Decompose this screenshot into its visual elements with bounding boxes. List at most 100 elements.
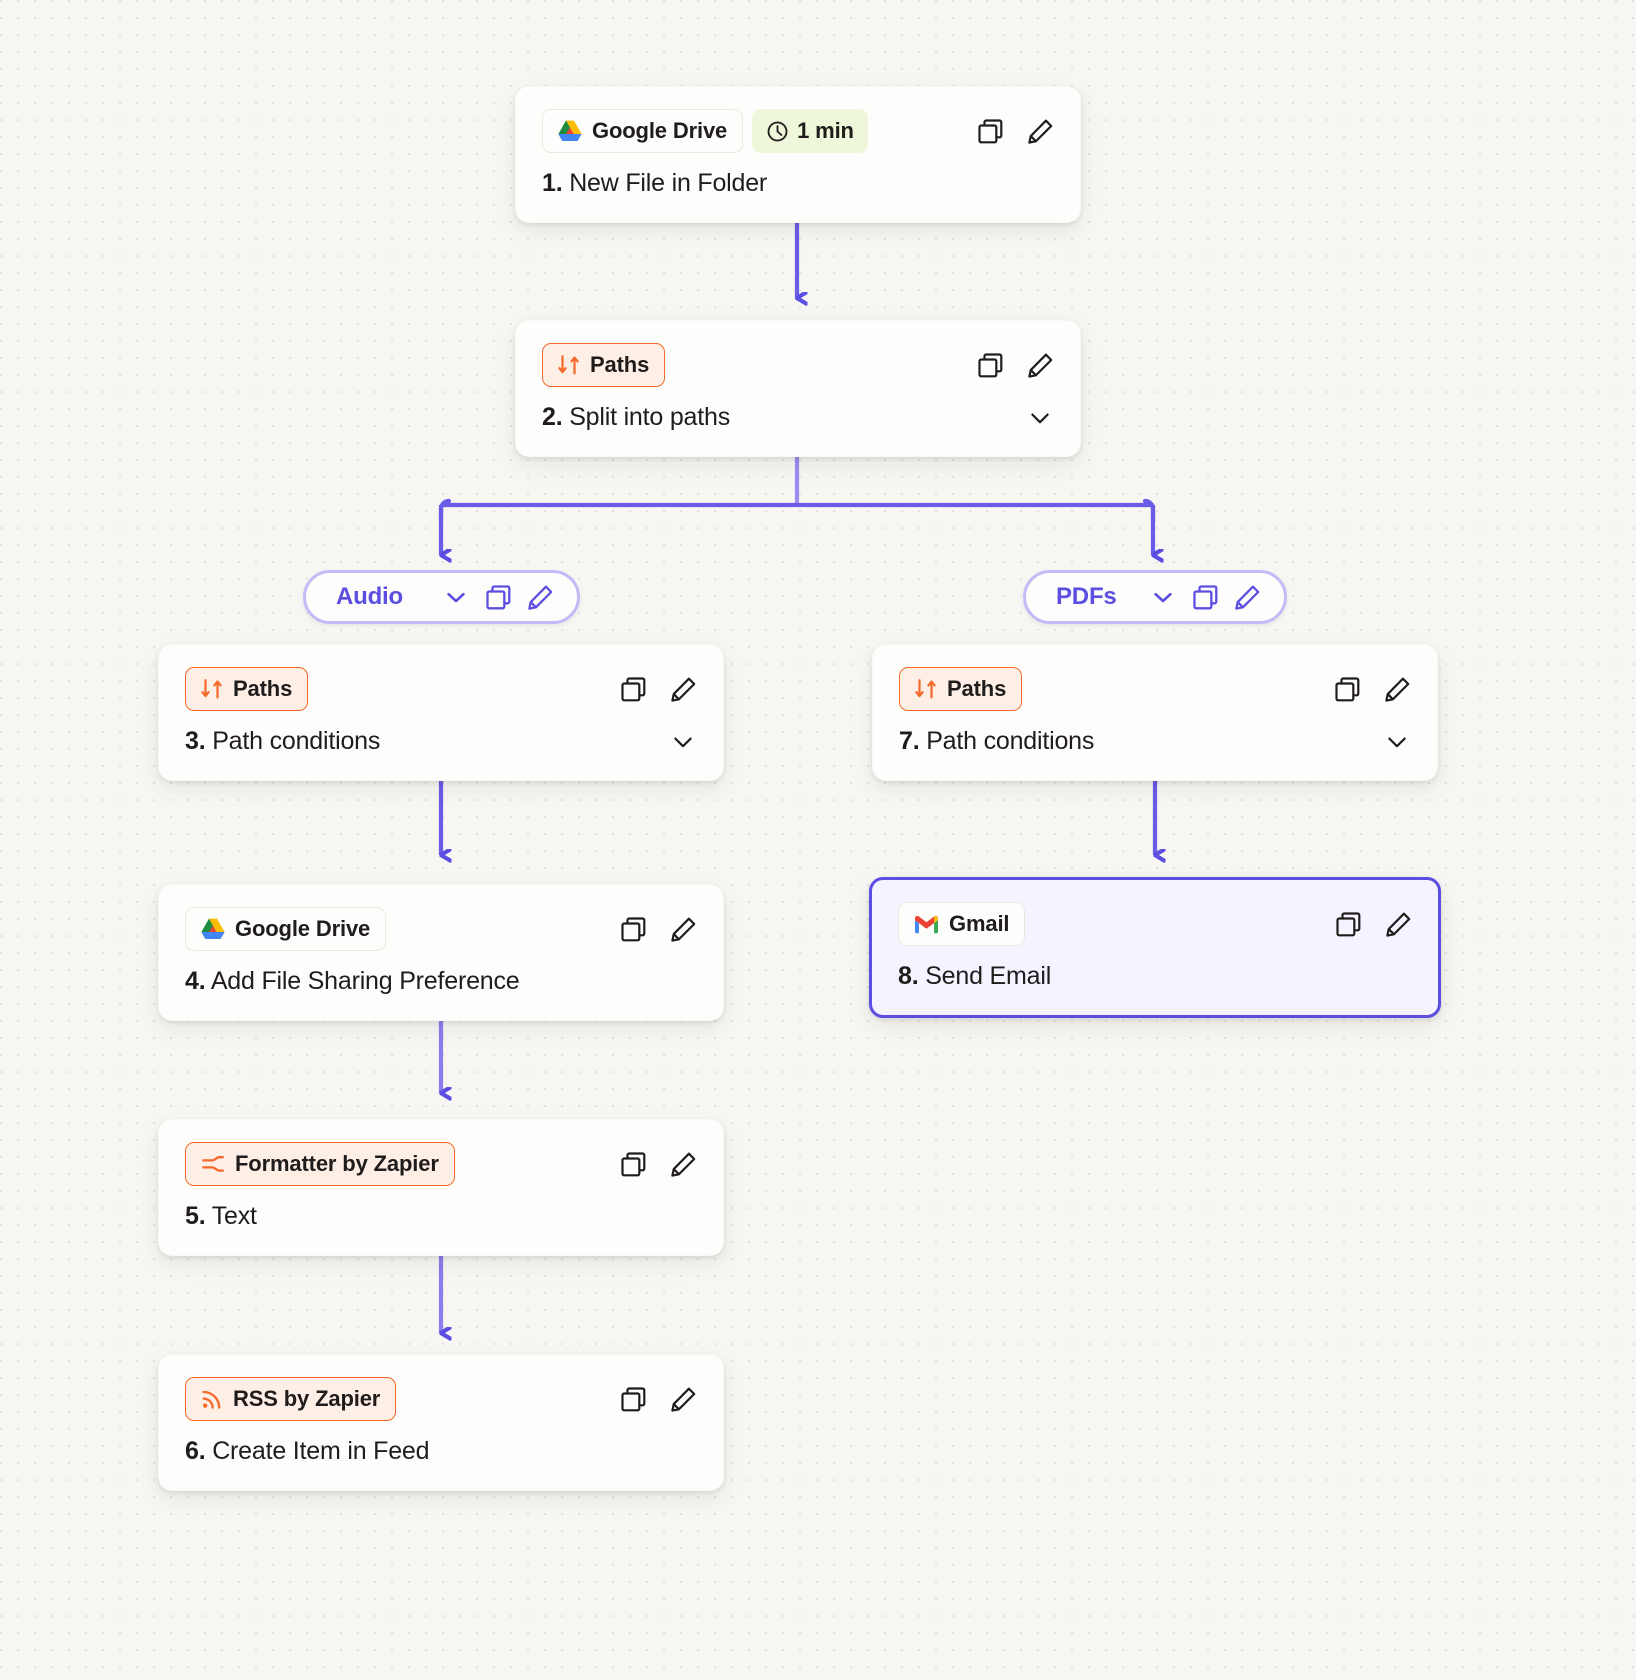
- node-title: 8. Send Email: [898, 962, 1051, 991]
- node-title: 1. New File in Folder: [542, 169, 767, 198]
- node-step-3[interactable]: Paths 3. Path: [158, 644, 724, 781]
- step-number: 5.: [185, 1202, 206, 1230]
- node-step-8[interactable]: Gmail 8. Send: [869, 877, 1441, 1018]
- app-badge-label: Paths: [947, 676, 1007, 701]
- step-title: Path conditions: [212, 727, 381, 755]
- node-action-group: [1334, 910, 1412, 938]
- app-badge-paths: Paths: [542, 343, 666, 387]
- pencil-icon[interactable]: [525, 582, 555, 612]
- node-step-1[interactable]: Google Drive 1 min: [515, 86, 1081, 223]
- app-badge-google-drive: Google Drive: [542, 109, 744, 153]
- duplicate-icon[interactable]: [1333, 675, 1361, 703]
- node-step-6[interactable]: RSS by Zapier 6.: [158, 1354, 724, 1491]
- app-badge-paths: Paths: [899, 667, 1023, 711]
- paths-arrows-icon: [201, 679, 223, 699]
- chevron-down-icon[interactable]: [669, 728, 697, 756]
- app-badge-label: Paths: [590, 352, 650, 377]
- app-badge-google-drive: Google Drive: [185, 907, 387, 951]
- path-label: Audio: [336, 583, 403, 610]
- chevron-down-icon[interactable]: [1026, 404, 1054, 432]
- paths-arrows-icon: [915, 679, 937, 699]
- step-number: 8.: [898, 962, 919, 990]
- node-step-7[interactable]: Paths 7. Path: [872, 644, 1438, 781]
- google-drive-icon: [558, 120, 582, 142]
- duplicate-icon[interactable]: [483, 582, 513, 612]
- node-body: 3. Path conditions: [185, 727, 697, 756]
- node-action-group: [619, 1150, 697, 1178]
- node-body: 6. Create Item in Feed: [185, 1437, 697, 1466]
- node-header: Google Drive 1 min: [542, 109, 1054, 153]
- gmail-icon: [914, 915, 939, 934]
- node-header: Paths: [899, 667, 1411, 711]
- pencil-icon[interactable]: [1026, 117, 1054, 145]
- step-number: 3.: [185, 727, 206, 755]
- path-action-group: [1148, 582, 1262, 612]
- time-badge-label: 1 min: [797, 118, 854, 143]
- clock-icon: [766, 120, 789, 143]
- node-body: 4. Add File Sharing Preference: [185, 967, 697, 996]
- app-badge-paths: Paths: [185, 667, 309, 711]
- app-badge-label: RSS by Zapier: [233, 1386, 381, 1411]
- pencil-icon[interactable]: [669, 1385, 697, 1413]
- node-body: 5. Text: [185, 1202, 697, 1231]
- node-title: 5. Text: [185, 1202, 257, 1231]
- app-badge-label: Google Drive: [592, 118, 728, 143]
- step-title: Path conditions: [926, 727, 1095, 755]
- pencil-icon[interactable]: [1026, 351, 1054, 379]
- node-title: 3. Path conditions: [185, 727, 380, 756]
- node-header: Google Drive: [185, 907, 697, 951]
- node-body: 1. New File in Folder: [542, 169, 1054, 198]
- duplicate-icon[interactable]: [1334, 910, 1362, 938]
- step-title: Split into paths: [569, 403, 730, 431]
- node-action-group: [1333, 675, 1411, 703]
- pencil-icon[interactable]: [1232, 582, 1262, 612]
- step-title: New File in Folder: [569, 169, 768, 197]
- path-action-group: [441, 582, 555, 612]
- paths-arrows-icon: [558, 355, 580, 375]
- node-body: 7. Path conditions: [899, 727, 1411, 756]
- duplicate-icon[interactable]: [619, 675, 647, 703]
- pencil-icon[interactable]: [669, 1150, 697, 1178]
- path-pill-pdfs[interactable]: PDFs: [1023, 570, 1287, 624]
- node-step-2[interactable]: Paths 2. Split: [515, 320, 1081, 457]
- node-header: RSS by Zapier: [185, 1377, 697, 1421]
- app-badge-rss: RSS by Zapier: [185, 1377, 397, 1421]
- path-pill-audio[interactable]: Audio: [303, 570, 580, 624]
- step-title: Add File Sharing Preference: [210, 967, 520, 995]
- app-badge-gmail: Gmail: [898, 902, 1026, 946]
- node-title: 7. Path conditions: [899, 727, 1094, 756]
- node-body: 2. Split into paths: [542, 403, 1054, 432]
- duplicate-icon[interactable]: [1190, 582, 1220, 612]
- step-number: 6.: [185, 1437, 206, 1465]
- pencil-icon[interactable]: [1384, 910, 1412, 938]
- step-title: Text: [211, 1202, 257, 1230]
- node-step-4[interactable]: Google Drive 4.: [158, 884, 724, 1021]
- node-header: Gmail: [898, 902, 1412, 946]
- app-badge-label: Gmail: [949, 911, 1010, 936]
- chevron-down-icon[interactable]: [1148, 582, 1178, 612]
- duplicate-icon[interactable]: [976, 117, 1004, 145]
- google-drive-icon: [201, 918, 225, 940]
- step-number: 7.: [899, 727, 920, 755]
- duplicate-icon[interactable]: [619, 915, 647, 943]
- pencil-icon[interactable]: [1383, 675, 1411, 703]
- step-number: 2.: [542, 403, 563, 431]
- node-header: Formatter by Zapier: [185, 1142, 697, 1186]
- chevron-down-icon[interactable]: [441, 582, 471, 612]
- pencil-icon[interactable]: [669, 675, 697, 703]
- formatter-wave-icon: [201, 1154, 225, 1174]
- duplicate-icon[interactable]: [976, 351, 1004, 379]
- app-badge-formatter: Formatter by Zapier: [185, 1142, 455, 1186]
- chevron-down-icon[interactable]: [1383, 728, 1411, 756]
- node-header: Paths: [542, 343, 1054, 387]
- app-badge-label: Paths: [233, 676, 293, 701]
- pencil-icon[interactable]: [669, 915, 697, 943]
- node-header: Paths: [185, 667, 697, 711]
- node-step-5[interactable]: Formatter by Zapier 5.: [158, 1119, 724, 1256]
- app-badge-label: Google Drive: [235, 916, 371, 941]
- duplicate-icon[interactable]: [619, 1150, 647, 1178]
- node-title: 6. Create Item in Feed: [185, 1437, 430, 1466]
- duplicate-icon[interactable]: [619, 1385, 647, 1413]
- node-title: 4. Add File Sharing Preference: [185, 967, 520, 996]
